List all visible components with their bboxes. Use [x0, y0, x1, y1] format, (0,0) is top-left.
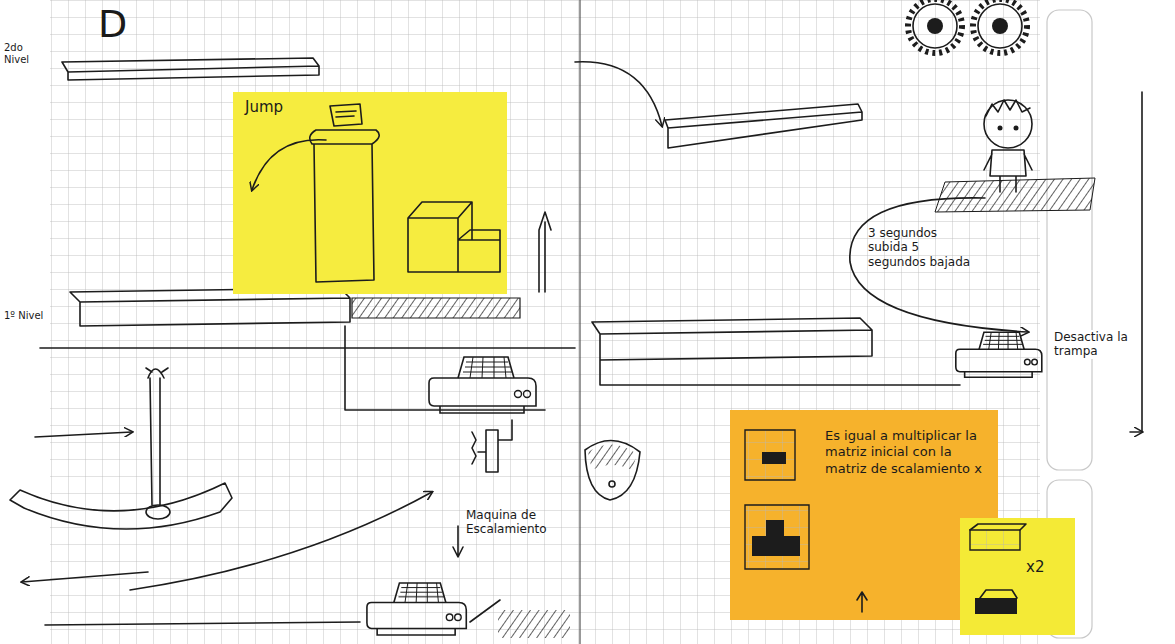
- note-text: Es igual a multiplicar la matriz inicial…: [825, 428, 990, 477]
- note-text: Jump: [245, 98, 335, 117]
- annotation: 1º Nivel: [4, 310, 48, 322]
- arrow: [130, 492, 432, 590]
- annotation: 3 segundos subida 5 segundos bajada: [868, 226, 976, 269]
- trap-switch-machine: [956, 332, 1042, 377]
- crates: [408, 202, 500, 272]
- page-tab: [1047, 10, 1092, 470]
- scaling-machine: [429, 357, 536, 413]
- platform: [592, 318, 960, 385]
- gear: [978, 4, 1022, 48]
- trap-platform: [935, 178, 1095, 212]
- matrix-grid: [745, 505, 809, 569]
- annotation: Desactiva la trampa: [1054, 330, 1128, 359]
- sticky-note-box: Jump: [233, 92, 507, 294]
- projectile: [146, 505, 170, 519]
- shape-small: [762, 452, 786, 464]
- gear: [913, 4, 957, 48]
- sticky-note: [960, 518, 1075, 635]
- sticky-note: [233, 92, 507, 294]
- page-fold: [579, 0, 580, 644]
- platform: [62, 58, 319, 80]
- gear-hub: [927, 18, 943, 34]
- platform: [665, 104, 862, 148]
- note-text: x2: [1026, 558, 1070, 577]
- scroll-icon: [330, 104, 362, 126]
- block-row: [970, 530, 1020, 550]
- block-row: [970, 524, 1026, 530]
- up-arrow: [539, 212, 551, 292]
- pillar: [310, 130, 379, 282]
- page-letter: D: [98, 2, 148, 48]
- down-arrow: [453, 526, 463, 557]
- arrow: [35, 432, 132, 437]
- annotation: Maquina de Escalamiento: [466, 508, 566, 537]
- boy-head: [984, 100, 1032, 148]
- sticky-note: [730, 410, 998, 620]
- sticky-note-box: Es igual a multiplicar la matriz inicial…: [730, 410, 998, 620]
- block-row: [980, 590, 1017, 598]
- block-row: [975, 598, 1017, 614]
- sticky-note-box: x2: [960, 518, 1075, 635]
- gear-hub: [992, 18, 1008, 34]
- ground-line: [45, 600, 500, 625]
- character-eye: [609, 481, 615, 487]
- gear: [908, 0, 962, 53]
- arrow: [575, 62, 662, 126]
- shape-scaled: [752, 520, 800, 556]
- slingshot-pole: [146, 368, 168, 505]
- hazard-floor: [498, 610, 570, 638]
- small-device: [472, 420, 512, 472]
- hazard-floor: [352, 298, 520, 318]
- arrow: [850, 198, 1028, 332]
- up-arrow: [857, 592, 867, 612]
- scaling-machine: [367, 583, 466, 635]
- ground-line: [40, 347, 575, 349]
- boy-hair: [986, 100, 1030, 116]
- matrix-grid: [745, 430, 795, 480]
- gear: [973, 0, 1027, 53]
- arrow: [1130, 92, 1142, 432]
- boy-eye: [1014, 126, 1019, 131]
- boy-eye: [998, 126, 1003, 131]
- character-head: [585, 440, 640, 500]
- wall-outline: [345, 326, 545, 410]
- arrow: [22, 572, 148, 582]
- character-hair: [588, 444, 637, 470]
- slingshot-band: [10, 483, 232, 529]
- annotation: 2do Nivel: [4, 42, 48, 66]
- graph-paper: [50, 0, 1040, 644]
